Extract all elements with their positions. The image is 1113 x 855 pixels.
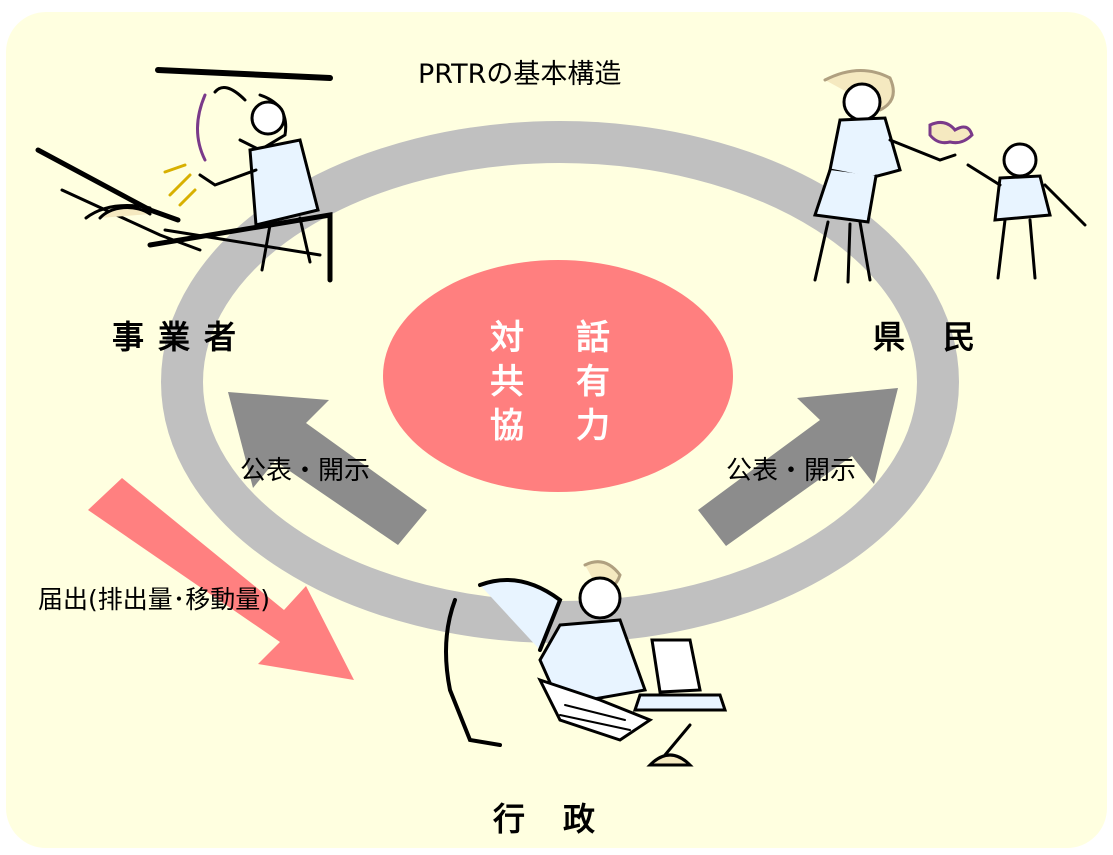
keyword-yu: 有 (576, 362, 610, 402)
family-icon (813, 68, 1087, 284)
actor-business-label: 事業者 (112, 318, 251, 356)
arrow-publish-right (698, 388, 898, 546)
diagram-title: PRTRの基本構造 (418, 59, 622, 90)
keyword-kyo2: 協 (490, 406, 524, 446)
keyword-ryoku: 力 (576, 406, 610, 446)
arrow-publish-left (228, 392, 427, 545)
keyword-kyo: 共 (490, 362, 524, 402)
actor-residents-label: 県民 (873, 318, 1014, 356)
office-worker-icon (444, 560, 728, 767)
welder-icon (35, 67, 333, 283)
publish-right-label: 公表・開示 (726, 456, 857, 486)
report-label: 届出(排出量･移動量) (38, 585, 271, 614)
actor-government-label: 行政 (493, 800, 634, 838)
publish-left-label: 公表・開示 (240, 456, 371, 486)
keyword-tai: 対 (490, 318, 524, 358)
keyword-wa: 話 (576, 318, 610, 358)
arrow-report (88, 478, 354, 680)
center-oval (383, 260, 733, 492)
cycle-ring (161, 121, 959, 643)
center-keywords: 対 話 共 有 協 力 (490, 316, 610, 448)
